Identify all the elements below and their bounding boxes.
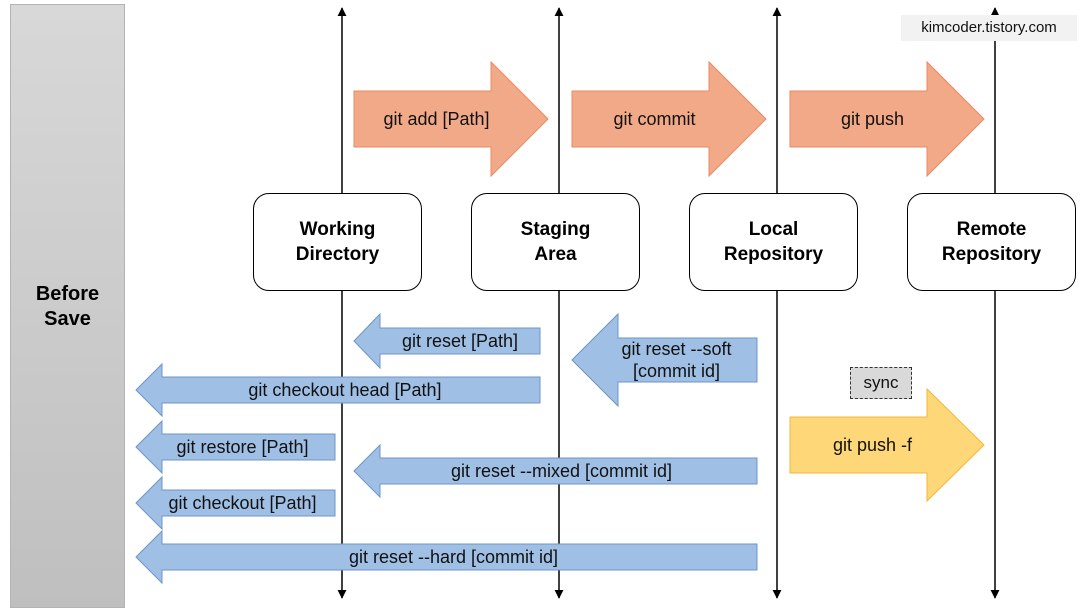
label-git-add: git add [Path] [383,109,490,129]
label-git-checkout-path: git checkout [Path] [168,493,317,513]
arrow-git-reset-mixed [353,443,758,499]
sidebar-label: Before Save [35,283,100,330]
arrow-git-checkout-path [135,475,336,531]
stage-remote-repository: Remote Repository [907,193,1076,291]
label-git-commit: git commit [613,109,696,129]
arrow-git-reset-path [353,312,541,370]
arrow-git-push [789,60,985,178]
stage-working-directory: Working Directory [253,193,422,291]
label-git-reset-mixed: git reset --mixed [commit id] [450,461,673,481]
label-git-restore: git restore [Path] [176,437,309,457]
label-git-push-force: git push -f [832,435,913,455]
label-git-checkout-head: git checkout head [Path] [248,380,442,400]
label-git-reset-path: git reset [Path] [401,331,519,351]
arrow-git-reset-hard [135,529,758,585]
stage-staging-area: Staging Area [471,193,640,291]
sidebar-before-save [10,4,125,608]
arrow-git-reset-soft [571,312,758,408]
arrow-git-commit [571,60,767,178]
sync-badge: sync [850,367,912,399]
arrow-git-restore [135,419,336,475]
stage-local-repository: Local Repository [689,193,858,291]
label-git-push: git push [840,109,905,129]
arrow-git-add [353,60,549,178]
arrow-git-push-force [789,387,985,503]
label-git-reset-hard: git reset --hard [commit id] [348,547,559,567]
watermark: kimcoder.tistory.com [901,15,1077,41]
arrow-git-checkout-head [135,362,541,418]
label-git-reset-soft: git reset --soft [commit id] [621,339,732,381]
